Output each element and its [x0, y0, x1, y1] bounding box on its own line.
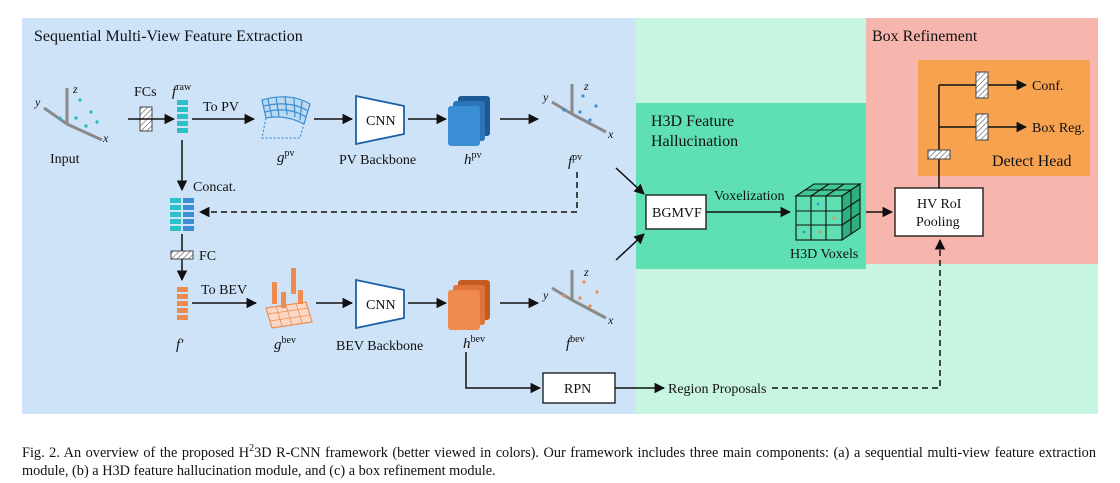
caption-superscript: 2 — [249, 443, 255, 454]
rpn-label: RPN — [564, 382, 591, 397]
rpn-box — [542, 372, 616, 404]
pv-output-axes-icon — [551, 84, 607, 134]
input-label: Input — [50, 152, 80, 167]
proposals-dashed-arrow — [772, 238, 946, 389]
bev-output-axis-x: x — [607, 313, 614, 327]
bev-output-axes-icon — [551, 270, 607, 320]
g-bev-symbol: gbev — [274, 335, 296, 353]
h3d-voxels-label: H3D Voxels — [790, 247, 858, 262]
extraction-title: Sequential Multi-View Feature Extraction — [34, 28, 303, 45]
caption-prefix: Fig. 2. An overview of the proposed H — [22, 444, 250, 461]
bev-cnn-label: CNN — [366, 298, 396, 313]
f-raw-feature-column — [177, 100, 188, 133]
concat-feature-column — [170, 198, 194, 231]
hv-roi-pooling-line1: HV RoI — [917, 197, 962, 212]
pv-cnn-block — [355, 94, 405, 146]
hallucination-title-line1: H3D Feature — [651, 113, 734, 130]
bev-output-axis-z: z — [583, 265, 589, 279]
f-prime-feature-column — [177, 287, 188, 320]
to-pv-label: To PV — [203, 100, 239, 115]
pv-range-image-icon — [261, 95, 311, 139]
pv-backbone-label: PV Backbone — [339, 153, 416, 168]
pv-feature-maps-icon — [448, 96, 490, 146]
hallucination-title-line2: Hallucination — [651, 133, 738, 150]
bev-output-axis-y: y — [542, 288, 549, 302]
bev-backbone-label: BEV Backbone — [336, 339, 423, 354]
input-axis-z: z — [72, 82, 78, 96]
input-point-cloud-icon — [43, 88, 103, 142]
input-axis-x: x — [102, 131, 109, 145]
to-bev-label: To BEV — [201, 283, 247, 298]
hv-roi-pooling-box — [894, 187, 984, 237]
caption-rest: 3D R-CNN framework (better viewed in col… — [22, 444, 1096, 479]
conf-fc-layer-icon — [975, 71, 989, 99]
fc-label: FC — [199, 249, 216, 264]
h-pv-symbol: hpv — [464, 150, 482, 168]
detect-head-title: Detect Head — [992, 153, 1072, 170]
figure-caption: Fig. 2. An overview of the proposed H23D… — [22, 440, 1096, 480]
pv-output-axis-y: y — [542, 90, 549, 104]
bev-cnn-block — [355, 278, 405, 330]
framework-diagram: Sequential Multi-View Feature Extraction… — [22, 18, 1098, 414]
fc-layer-icon — [170, 250, 194, 260]
voxelization-label: Voxelization — [714, 189, 785, 204]
box-reg-fc-layer-icon — [975, 113, 989, 141]
pv-cnn-label: CNN — [366, 114, 396, 129]
f-prime-symbol: f′ — [176, 337, 184, 353]
concat-label: Concat. — [193, 180, 236, 195]
f-raw-symbol: fraw — [172, 82, 192, 100]
g-pv-symbol: gpv — [277, 148, 295, 166]
conf-label: Conf. — [1032, 79, 1064, 94]
box-reg-label: Box Reg. — [1032, 121, 1085, 136]
bev-feature-maps-icon — [448, 280, 490, 330]
bgmvf-label: BGMVF — [652, 206, 702, 221]
fcs-label: FCs — [134, 85, 157, 100]
f-bev-symbol: fbev — [566, 334, 585, 352]
bev-grid-icon — [265, 268, 313, 329]
h-bev-symbol: hbev — [463, 334, 485, 352]
input-axis-y: y — [34, 95, 41, 109]
region-proposals-label: Region Proposals — [668, 382, 766, 397]
shared-fc-layer-icon — [927, 149, 951, 160]
pv-output-axis-x: x — [607, 127, 614, 141]
pv-feedback-dashed-arrow — [198, 172, 578, 218]
h3d-voxels-icon — [794, 182, 862, 242]
extraction-region — [22, 18, 636, 414]
refinement-title: Box Refinement — [872, 28, 978, 45]
hv-roi-pooling-line2: Pooling — [916, 215, 960, 230]
f-pv-symbol: fpv — [568, 152, 582, 170]
pv-output-axis-z: z — [583, 79, 589, 93]
